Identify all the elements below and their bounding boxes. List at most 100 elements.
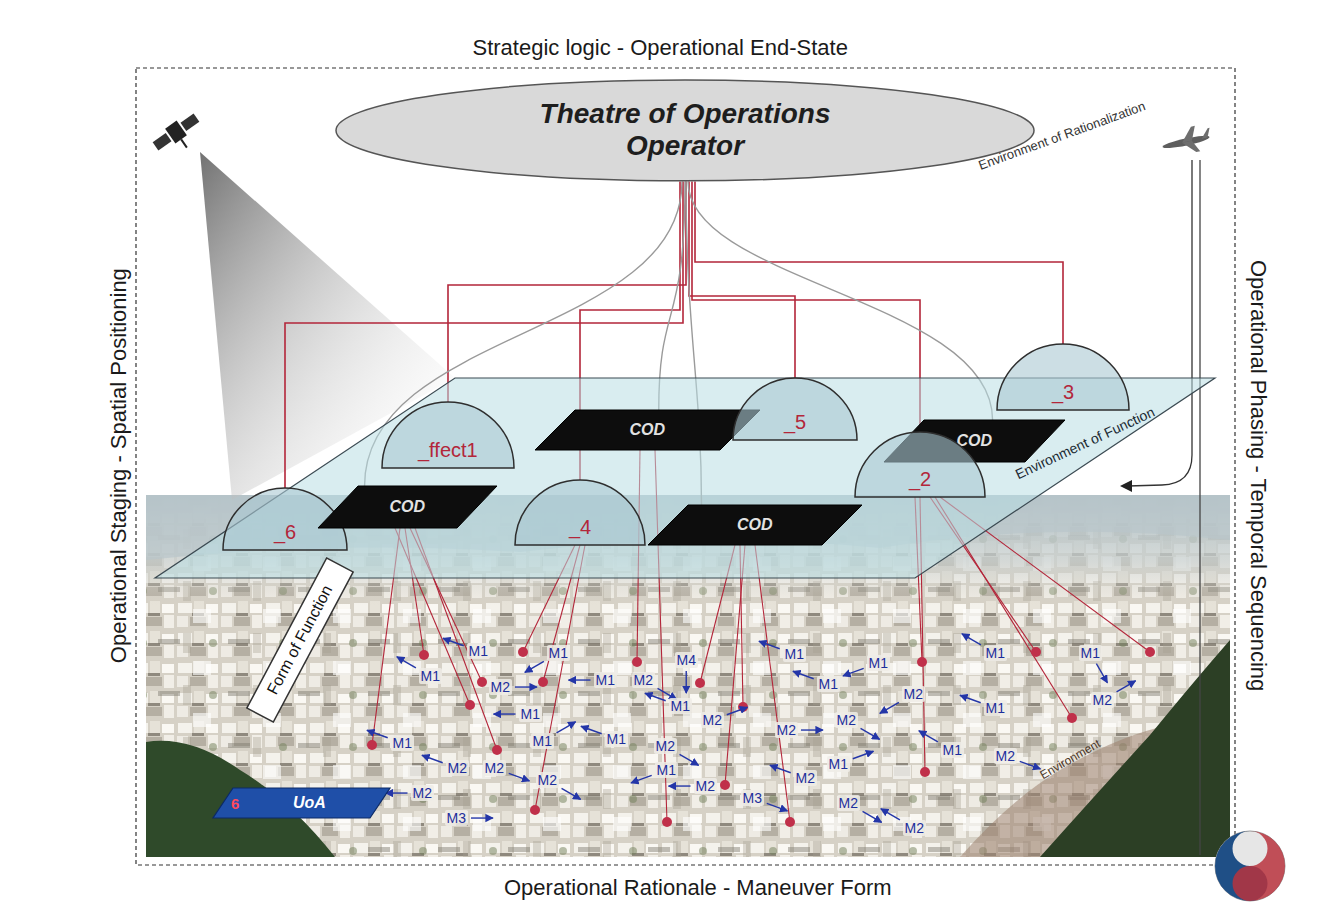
maneuver-label: M2 [694, 778, 717, 794]
maneuver-label: M4 [675, 652, 698, 668]
maneuver-arrow [863, 811, 882, 822]
effect-dome: _3 [997, 344, 1129, 410]
maneuver-arrow [1020, 761, 1041, 769]
maneuver-arrow [962, 634, 981, 645]
satellite-panel [181, 114, 200, 131]
target-dot [1031, 647, 1041, 657]
dome-outline [515, 480, 645, 545]
maneuver-arrow [669, 785, 691, 786]
uoa-outline [213, 788, 390, 818]
maneuver-label: M1 [547, 645, 570, 661]
maneuver-label: M2 [994, 748, 1017, 764]
command-link [695, 181, 1063, 344]
logo-disc [1215, 831, 1285, 901]
maneuver-label: M1 [594, 672, 617, 688]
cod-label: COD [390, 498, 426, 516]
target-dot [632, 657, 642, 667]
function-link [659, 181, 685, 410]
maneuver-arrow [801, 729, 823, 730]
maneuver-arrow [1117, 681, 1136, 692]
maneuver-label: M1 [419, 668, 442, 684]
cod-label: COD [630, 421, 666, 439]
maneuver-label: M1 [655, 762, 678, 778]
leader-line [535, 545, 585, 810]
maneuver-arrow [759, 641, 780, 649]
target-dot [1145, 647, 1155, 657]
dome-outline [733, 378, 857, 440]
target-dots [367, 647, 1155, 827]
leader-line [725, 545, 745, 785]
effect-number: _3 [1052, 381, 1074, 404]
logo-red [1233, 831, 1286, 901]
maneuver-arrow [397, 657, 416, 668]
ellipse-outline [336, 80, 1034, 181]
operator-ellipse-shape [335, 79, 1035, 182]
maneuver-label: M2 [701, 712, 724, 728]
maneuver-arrow [471, 817, 493, 818]
maneuver-arrow [767, 803, 788, 811]
satellite-icon [150, 110, 207, 162]
maneuver-label: M1 [984, 645, 1007, 661]
arrowhead [1120, 480, 1132, 492]
maneuver-label: M2 [837, 795, 860, 811]
target-dot [920, 767, 930, 777]
dome-outline [382, 402, 514, 468]
maneuver-label: M1 [827, 756, 850, 772]
maneuver-label: M2 [411, 785, 434, 801]
target-dot [785, 817, 795, 827]
phasing-line [1199, 160, 1200, 855]
maneuver-label: M1 [519, 706, 542, 722]
axis-label: Operational Phasing - Temporal Sequencin… [1246, 259, 1271, 690]
target-dot [662, 817, 672, 827]
target-dot [419, 650, 429, 660]
maneuver-arrow [631, 775, 652, 783]
maneuver-arrow [557, 722, 576, 733]
cod-parallelogram: COD [535, 410, 760, 450]
maneuver-label: M2 [902, 686, 925, 702]
maneuver-arrow [881, 809, 900, 820]
maneuver-arrow [853, 751, 874, 759]
target-dot [1067, 713, 1077, 723]
cod-parallelogram: COD [318, 486, 497, 528]
maneuver-arrow [525, 661, 544, 672]
maneuver-label: M2 [794, 770, 817, 786]
operator-ellipse: Theatre of Operations Operator [335, 79, 1035, 182]
target-dot [518, 647, 528, 657]
maneuver-arrow [727, 707, 748, 715]
uoa-number: 6 [231, 795, 239, 812]
effect-number: _4 [569, 516, 591, 539]
target-dot [720, 780, 730, 790]
maneuver-label: M3 [445, 810, 468, 826]
maneuver-label: M2 [835, 712, 858, 728]
maneuver-label: M1 [783, 646, 806, 662]
uoa-label: UoA [293, 794, 326, 812]
maneuver-label: M2 [536, 772, 559, 788]
target-dot [917, 657, 927, 667]
maneuver-arrow [443, 638, 464, 646]
maneuver-arrow [861, 728, 880, 739]
maneuver-arrow [367, 730, 388, 738]
operator-title: Theatre of Operations Operator [520, 98, 850, 162]
maneuver-arrow [770, 765, 791, 773]
maneuver-label: M2 [483, 760, 506, 776]
maneuver-label: M1 [1079, 645, 1102, 661]
jet-tail [1200, 128, 1212, 139]
maneuver-label: M1 [531, 733, 554, 749]
cod-outline [648, 505, 862, 545]
uoa-parallelogram: 6 UoA [213, 788, 390, 818]
cod-label: COD [737, 516, 773, 534]
effect-number: _5 [784, 411, 806, 434]
satellite-panel [153, 133, 172, 150]
effect-dome: _ffect1 [382, 402, 514, 468]
maneuver-arrow [843, 668, 864, 676]
target-dot [695, 678, 705, 688]
maneuver-label: M2 [1091, 692, 1114, 708]
frame [136, 68, 1235, 865]
maneuver-label: M2 [446, 760, 469, 776]
target-dot [465, 700, 475, 710]
maneuver-arrow [581, 726, 602, 734]
maneuver-label: M1 [467, 643, 490, 659]
effect-number: _2 [909, 468, 931, 491]
maneuver-arrow [686, 671, 687, 693]
